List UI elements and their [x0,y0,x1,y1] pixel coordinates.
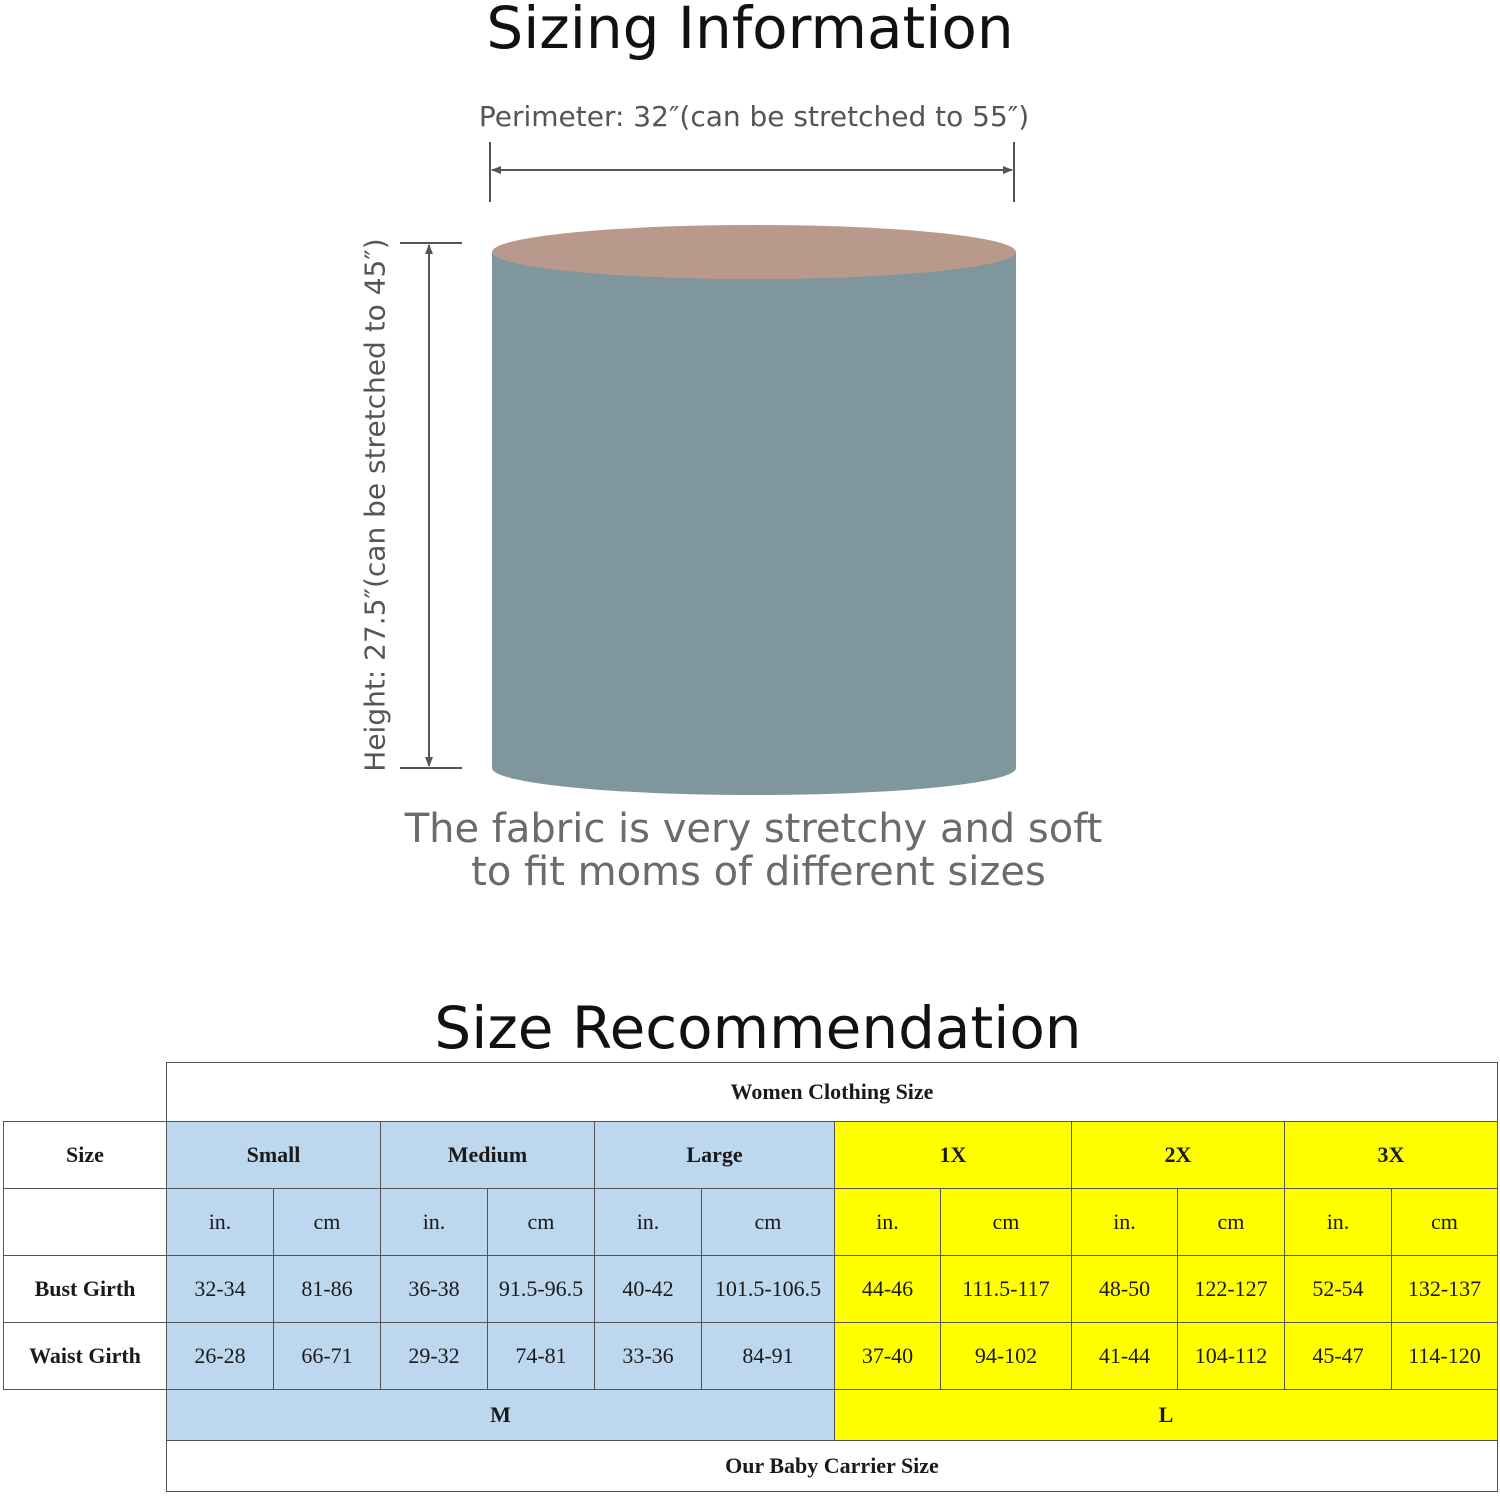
size-small-header: Small [166,1121,381,1189]
size-recommendation-title: Size Recommendation [434,994,1082,1062]
table-cell: 52-54 [1284,1255,1392,1323]
table-cell: 66-71 [273,1322,381,1390]
size-large-header: Large [594,1121,835,1189]
row-label-waist-girth: Waist Girth [3,1322,167,1390]
unit-cell: cm [940,1188,1072,1256]
table-cell: 122-127 [1177,1255,1285,1323]
tagline-line-2: to fit moms of different sizes [471,849,1046,895]
fabric-tube [492,225,1016,795]
size-2x-header: 2X [1071,1121,1285,1189]
table-cell: 114-120 [1391,1322,1498,1390]
unit-cell: in. [380,1188,488,1256]
unit-cell: cm [1391,1188,1498,1256]
table-cell: 81-86 [273,1255,381,1323]
baby-carrier-size-footer: Our Baby Carrier Size [166,1440,1498,1492]
carrier-size-l: L [834,1389,1498,1441]
table-cell: 94-102 [940,1322,1072,1390]
women-clothing-size-header: Women Clothing Size [166,1062,1498,1122]
table-cell: 91.5-96.5 [487,1255,595,1323]
table-cell: 40-42 [594,1255,702,1323]
perimeter-dimension-line [489,142,1015,202]
height-label: Height: 27.5″(can be stretched to 45″) [358,238,392,772]
sizing-information-title: Sizing Information [486,0,1014,62]
table-cell: 26-28 [166,1322,274,1390]
row-label-bust-girth: Bust Girth [3,1255,167,1323]
unit-cell: cm [273,1188,381,1256]
table-cell: 74-81 [487,1322,595,1390]
size-medium-header: Medium [380,1121,595,1189]
size-3x-header: 3X [1284,1121,1498,1189]
height-dimension-line [400,242,462,769]
blank-cell [3,1389,167,1441]
table-cell: 48-50 [1071,1255,1178,1323]
unit-cell: in. [1071,1188,1178,1256]
stretch-tagline: The fabric is very stretchy and soft to … [0,808,1500,894]
carrier-size-m: M [166,1389,835,1441]
table-cell: 132-137 [1391,1255,1498,1323]
unit-cell: in. [1284,1188,1392,1256]
size-1x-header: 1X [834,1121,1072,1189]
blank-cell [3,1062,167,1122]
table-cell: 32-34 [166,1255,274,1323]
table-cell: 111.5-117 [940,1255,1072,1323]
unit-cell: in. [166,1188,274,1256]
table-cell: 44-46 [834,1255,941,1323]
blank-cell [3,1440,167,1492]
units-label-cell [3,1188,167,1256]
table-cell: 36-38 [380,1255,488,1323]
table-cell: 45-47 [1284,1322,1392,1390]
size-chart-table: Women Clothing Size Size Small Medium La… [3,1062,1498,1492]
tagline-line-1: The fabric is very stretchy and soft [404,806,1103,852]
unit-cell: cm [1177,1188,1285,1256]
table-cell: 41-44 [1071,1322,1178,1390]
table-cell: 84-91 [701,1322,835,1390]
table-cell: 37-40 [834,1322,941,1390]
table-cell: 101.5-106.5 [701,1255,835,1323]
unit-cell: in. [594,1188,702,1256]
table-row-waist-girth: Waist Girth 26-28 66-71 29-32 74-81 33-3… [3,1322,1498,1390]
unit-cell: cm [701,1188,835,1256]
unit-cell: in. [834,1188,941,1256]
size-label-cell: Size [3,1121,167,1189]
table-row-bust-girth: Bust Girth 32-34 81-86 36-38 91.5-96.5 4… [3,1255,1498,1323]
unit-cell: cm [487,1188,595,1256]
table-cell: 104-112 [1177,1322,1285,1390]
perimeter-label: Perimeter: 32″(can be stretched to 55″) [478,100,1030,133]
table-cell: 33-36 [594,1322,702,1390]
table-cell: 29-32 [380,1322,488,1390]
